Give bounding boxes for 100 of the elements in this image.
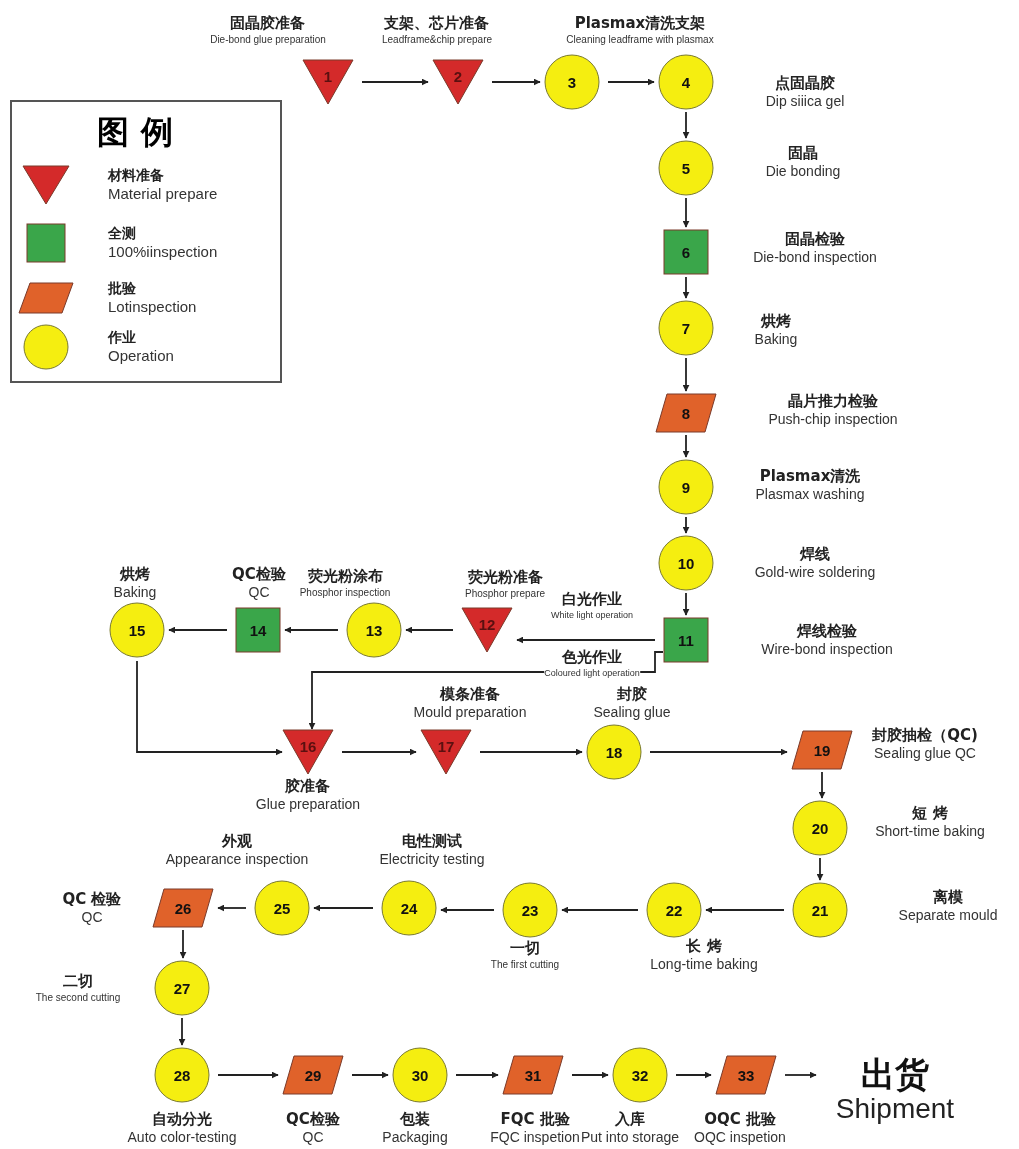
step-subtitle: QC	[81, 909, 103, 926]
edge-label: 白光作业 White light operation	[551, 590, 633, 622]
material-triangle: 17	[420, 729, 472, 775]
operation-circle: 25	[254, 880, 310, 936]
operation-circle: 5	[658, 140, 714, 196]
step-subtitle: Short-time baking	[875, 823, 985, 840]
arrow	[571, 1071, 609, 1079]
step-title: 离模	[933, 888, 963, 907]
step-subtitle: The second cutting	[35, 991, 121, 1004]
edge-label: 色光作业 Coloured light operation	[544, 648, 640, 680]
step-subtitle: Gold-wire soldering	[754, 564, 876, 581]
arrow	[361, 78, 429, 86]
arrow	[682, 197, 690, 228]
shipment-title: 出货	[861, 1055, 929, 1093]
step-title: FQC 批验	[500, 1110, 570, 1129]
operation-circle: 7	[658, 300, 714, 356]
step-title: 固晶胶准备	[230, 14, 306, 33]
step-subtitle: Phosphor prepare	[464, 587, 546, 600]
step-title: Plasmax清洗支架	[574, 14, 706, 33]
step-subtitle: FQC inspetion	[490, 1129, 580, 1146]
legend-text: 全测 100%iinspection	[108, 224, 218, 260]
step-title: OQC 批验	[704, 1110, 776, 1129]
lot-inspection-parallelogram: 29	[282, 1055, 344, 1095]
legend-text: 材料准备 Material prepare	[108, 166, 218, 202]
lot-inspection-parallelogram: 33	[715, 1055, 777, 1095]
step-subtitle: Cleaning leadframe with plasmax	[566, 33, 714, 46]
arrow	[179, 929, 187, 959]
arrow	[682, 592, 690, 616]
arrow	[491, 78, 541, 86]
step-subtitle: Die-bond inspection	[753, 249, 877, 266]
arrow	[313, 904, 374, 912]
step-subtitle: Auto color-testing	[127, 1129, 237, 1146]
operation-circle: 24	[381, 880, 437, 936]
step-subtitle: Push-chip inspection	[768, 411, 898, 428]
step-title: 一切	[510, 939, 540, 958]
arrow	[217, 1071, 279, 1079]
arrow	[784, 1071, 817, 1079]
step-subtitle: Dip siiica gel	[765, 93, 845, 110]
step-title: 荧光粉准备	[467, 568, 543, 587]
arrow	[682, 111, 690, 139]
step-subtitle: Electricity testing	[379, 851, 485, 868]
operation-circle: 32	[612, 1047, 668, 1103]
material-triangle: 2	[432, 59, 484, 105]
step-subtitle: Die-bond glue preparation	[210, 33, 326, 46]
step-title: 长 烤	[686, 937, 722, 956]
operation-circle: 20	[792, 800, 848, 856]
material-triangle: 12	[461, 607, 513, 653]
arrow	[705, 906, 785, 914]
arrow	[217, 904, 247, 912]
arrow	[178, 1017, 186, 1046]
step-subtitle: Long-time baking	[650, 956, 758, 973]
step-subtitle: OQC inspetion	[694, 1129, 786, 1146]
step-title: 自动分光	[152, 1110, 212, 1129]
step-title: QC检验	[232, 565, 286, 584]
arrow	[682, 357, 690, 392]
step-title: 焊线检验	[797, 622, 857, 641]
arrow	[440, 906, 495, 914]
step-title: 入库	[615, 1110, 645, 1129]
arrow	[816, 857, 824, 881]
step-title: 电性测试	[402, 832, 462, 851]
arrow	[682, 434, 690, 458]
material-triangle: 16	[282, 729, 334, 775]
step-subtitle: QC	[302, 1129, 324, 1146]
operation-circle: 9	[658, 459, 714, 515]
inspection-square: 11	[663, 617, 709, 663]
legend-text: 批验 Lotinspection	[108, 279, 197, 315]
step-title: 封胶	[617, 685, 647, 704]
operation-circle: 28	[154, 1047, 210, 1103]
step-subtitle: Wire-bond inspection	[761, 641, 893, 658]
arrow	[649, 748, 788, 756]
step-subtitle: Leadframe&chip prepare	[381, 33, 493, 46]
step-subtitle: Separate mould	[898, 907, 998, 924]
operation-circle: 15	[109, 602, 165, 658]
step-title: 点固晶胶	[775, 74, 835, 93]
operation-circle: 13	[346, 602, 402, 658]
arrow	[516, 636, 656, 644]
step-title: 胶准备	[285, 777, 331, 796]
operation-circle: 27	[154, 960, 210, 1016]
step-title: 固晶	[788, 144, 818, 163]
lot-inspection-parallelogram: 19	[791, 730, 853, 770]
arrow	[168, 626, 228, 634]
operation-circle: 23	[502, 882, 558, 938]
step-title: 支架、芯片准备	[384, 14, 490, 33]
step-title: 封胶抽检（QC)	[872, 726, 978, 745]
operation-circle: 30	[392, 1047, 448, 1103]
step-subtitle: Plasmax washing	[755, 486, 865, 503]
step-subtitle: Packaging	[382, 1129, 448, 1146]
legend-text: 作业 Operation	[108, 328, 174, 364]
arrow	[351, 1071, 389, 1079]
arrow	[284, 626, 339, 634]
arrow	[479, 748, 583, 756]
operation-circle: 18	[586, 724, 642, 780]
step-subtitle: Put into storage	[580, 1129, 680, 1146]
step-subtitle: Baking	[113, 584, 157, 601]
step-title: QC 检验	[62, 890, 122, 909]
arrow	[675, 1071, 712, 1079]
step-title: 烘烤	[120, 565, 150, 584]
operation-circle: 22	[646, 882, 702, 938]
step-subtitle: The first cutting	[490, 958, 560, 971]
step-title: 二切	[63, 972, 93, 991]
